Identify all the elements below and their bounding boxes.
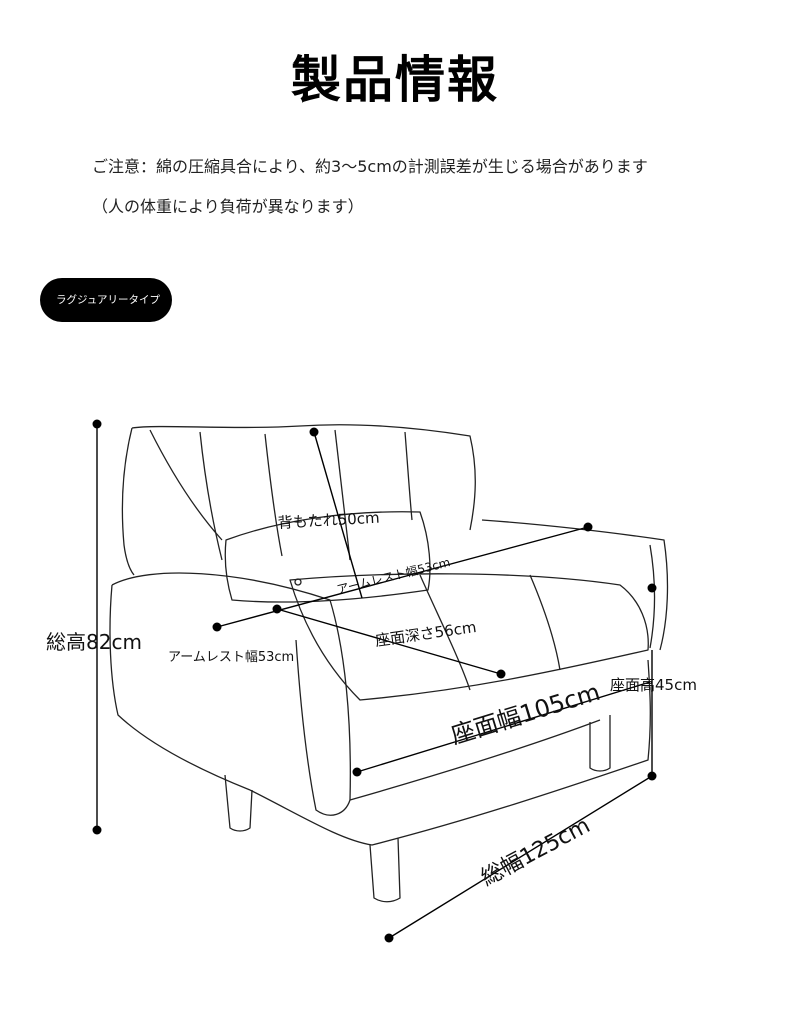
seat-width-label: 座面幅105cm <box>448 678 604 750</box>
armrest-width-front-label: アームレスト幅53cm <box>168 650 294 665</box>
dimension-lines <box>96 424 653 939</box>
measurement-notice: ご注意：綿の圧縮具合により、約3〜5cmの計測誤差が生じる場合があります <box>92 157 648 176</box>
sofa-illustration <box>109 424 669 903</box>
total-width-label: 総幅125cm <box>477 813 594 891</box>
seat-height-label: 座面高45cm <box>610 676 697 694</box>
total-height-label: 総高82cm <box>46 630 142 654</box>
page-title: 製品情報 <box>291 51 499 109</box>
dimension-markers <box>92 419 657 943</box>
backrest-height-label: 背もたれ50cm <box>277 509 380 532</box>
type-badge: ラグジュアリータイプ <box>40 278 172 322</box>
seat-depth-label: 座面深さ56cm <box>374 618 477 650</box>
weight-notice: （人の体重により負荷が異なります） <box>92 197 364 216</box>
